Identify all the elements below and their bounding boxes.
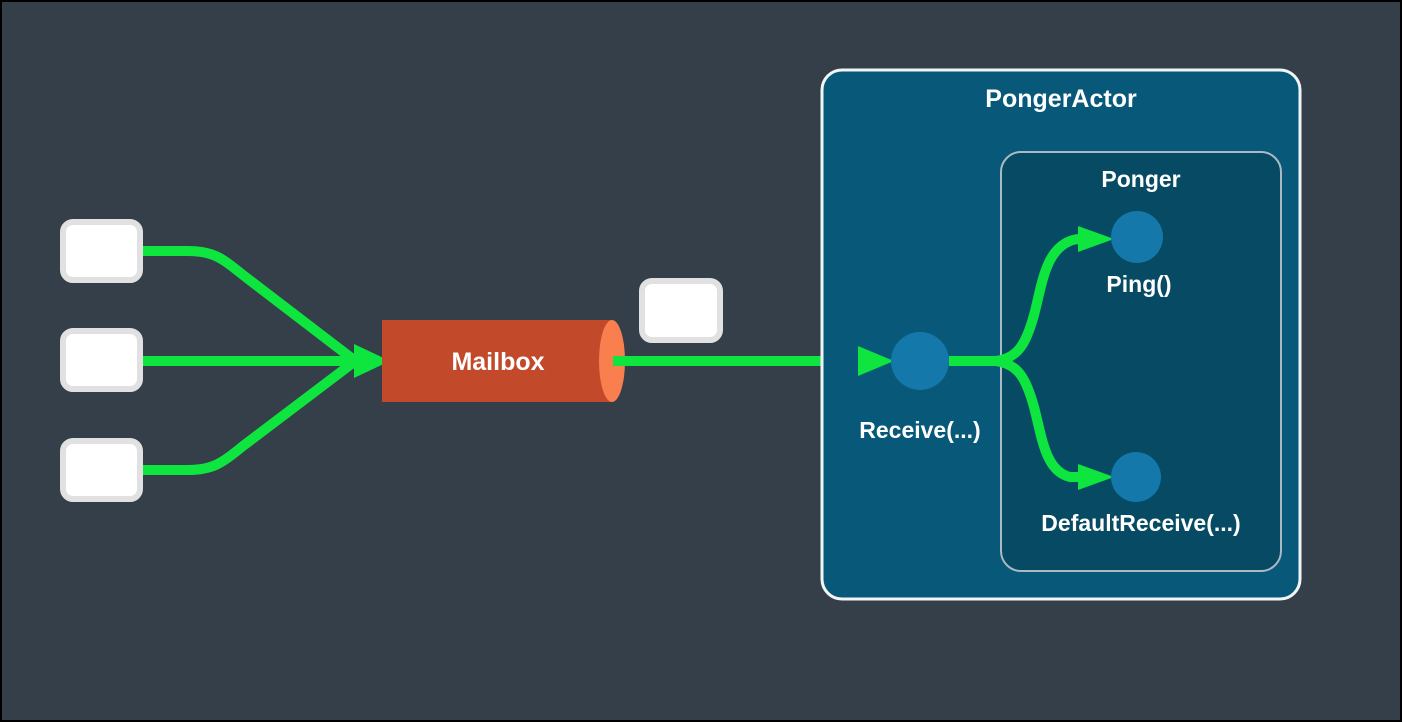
message-box-outgoing bbox=[639, 278, 723, 343]
fork-edges bbox=[949, 226, 1114, 490]
default-receive-circle bbox=[1111, 452, 1161, 502]
default-receive-label: DefaultReceive(...) bbox=[1041, 510, 1240, 536]
edge-receive-defaultreceive bbox=[995, 356, 1080, 482]
edge-message1-mailbox bbox=[142, 246, 358, 364]
default-receive-node: DefaultReceive(...) bbox=[1041, 452, 1241, 536]
message-box-3 bbox=[60, 438, 143, 502]
mailbox-body bbox=[382, 320, 612, 402]
mailbox-label: Mailbox bbox=[451, 348, 544, 376]
arrowhead-into-ping bbox=[1078, 226, 1114, 252]
edge-receive-ping bbox=[995, 234, 1081, 366]
arrowhead-into-mailbox bbox=[354, 344, 390, 378]
edges-into-mailbox bbox=[140, 246, 390, 475]
ping-node: Ping() bbox=[1106, 211, 1172, 297]
ponger-title: Ponger bbox=[1101, 166, 1180, 192]
receive-circle bbox=[891, 332, 949, 390]
ping-circle bbox=[1111, 211, 1163, 263]
ponger-actor-box: PongerActor Ponger bbox=[820, 68, 1302, 601]
receive-label: Receive(...) bbox=[859, 417, 980, 443]
arrowhead-into-receive bbox=[858, 346, 894, 376]
arrowhead-into-defaultreceive bbox=[1078, 464, 1114, 490]
mailbox-cylinder: Mailbox bbox=[382, 320, 625, 402]
edge-message3-mailbox bbox=[142, 358, 358, 475]
message-box-2 bbox=[60, 328, 143, 392]
ping-label: Ping() bbox=[1106, 271, 1171, 297]
message-box-1 bbox=[60, 219, 143, 283]
receive-node: Receive(...) bbox=[859, 332, 981, 443]
ponger-actor-title: PongerActor bbox=[985, 85, 1137, 113]
message-boxes bbox=[60, 219, 143, 502]
mailbox-cap bbox=[599, 320, 625, 402]
